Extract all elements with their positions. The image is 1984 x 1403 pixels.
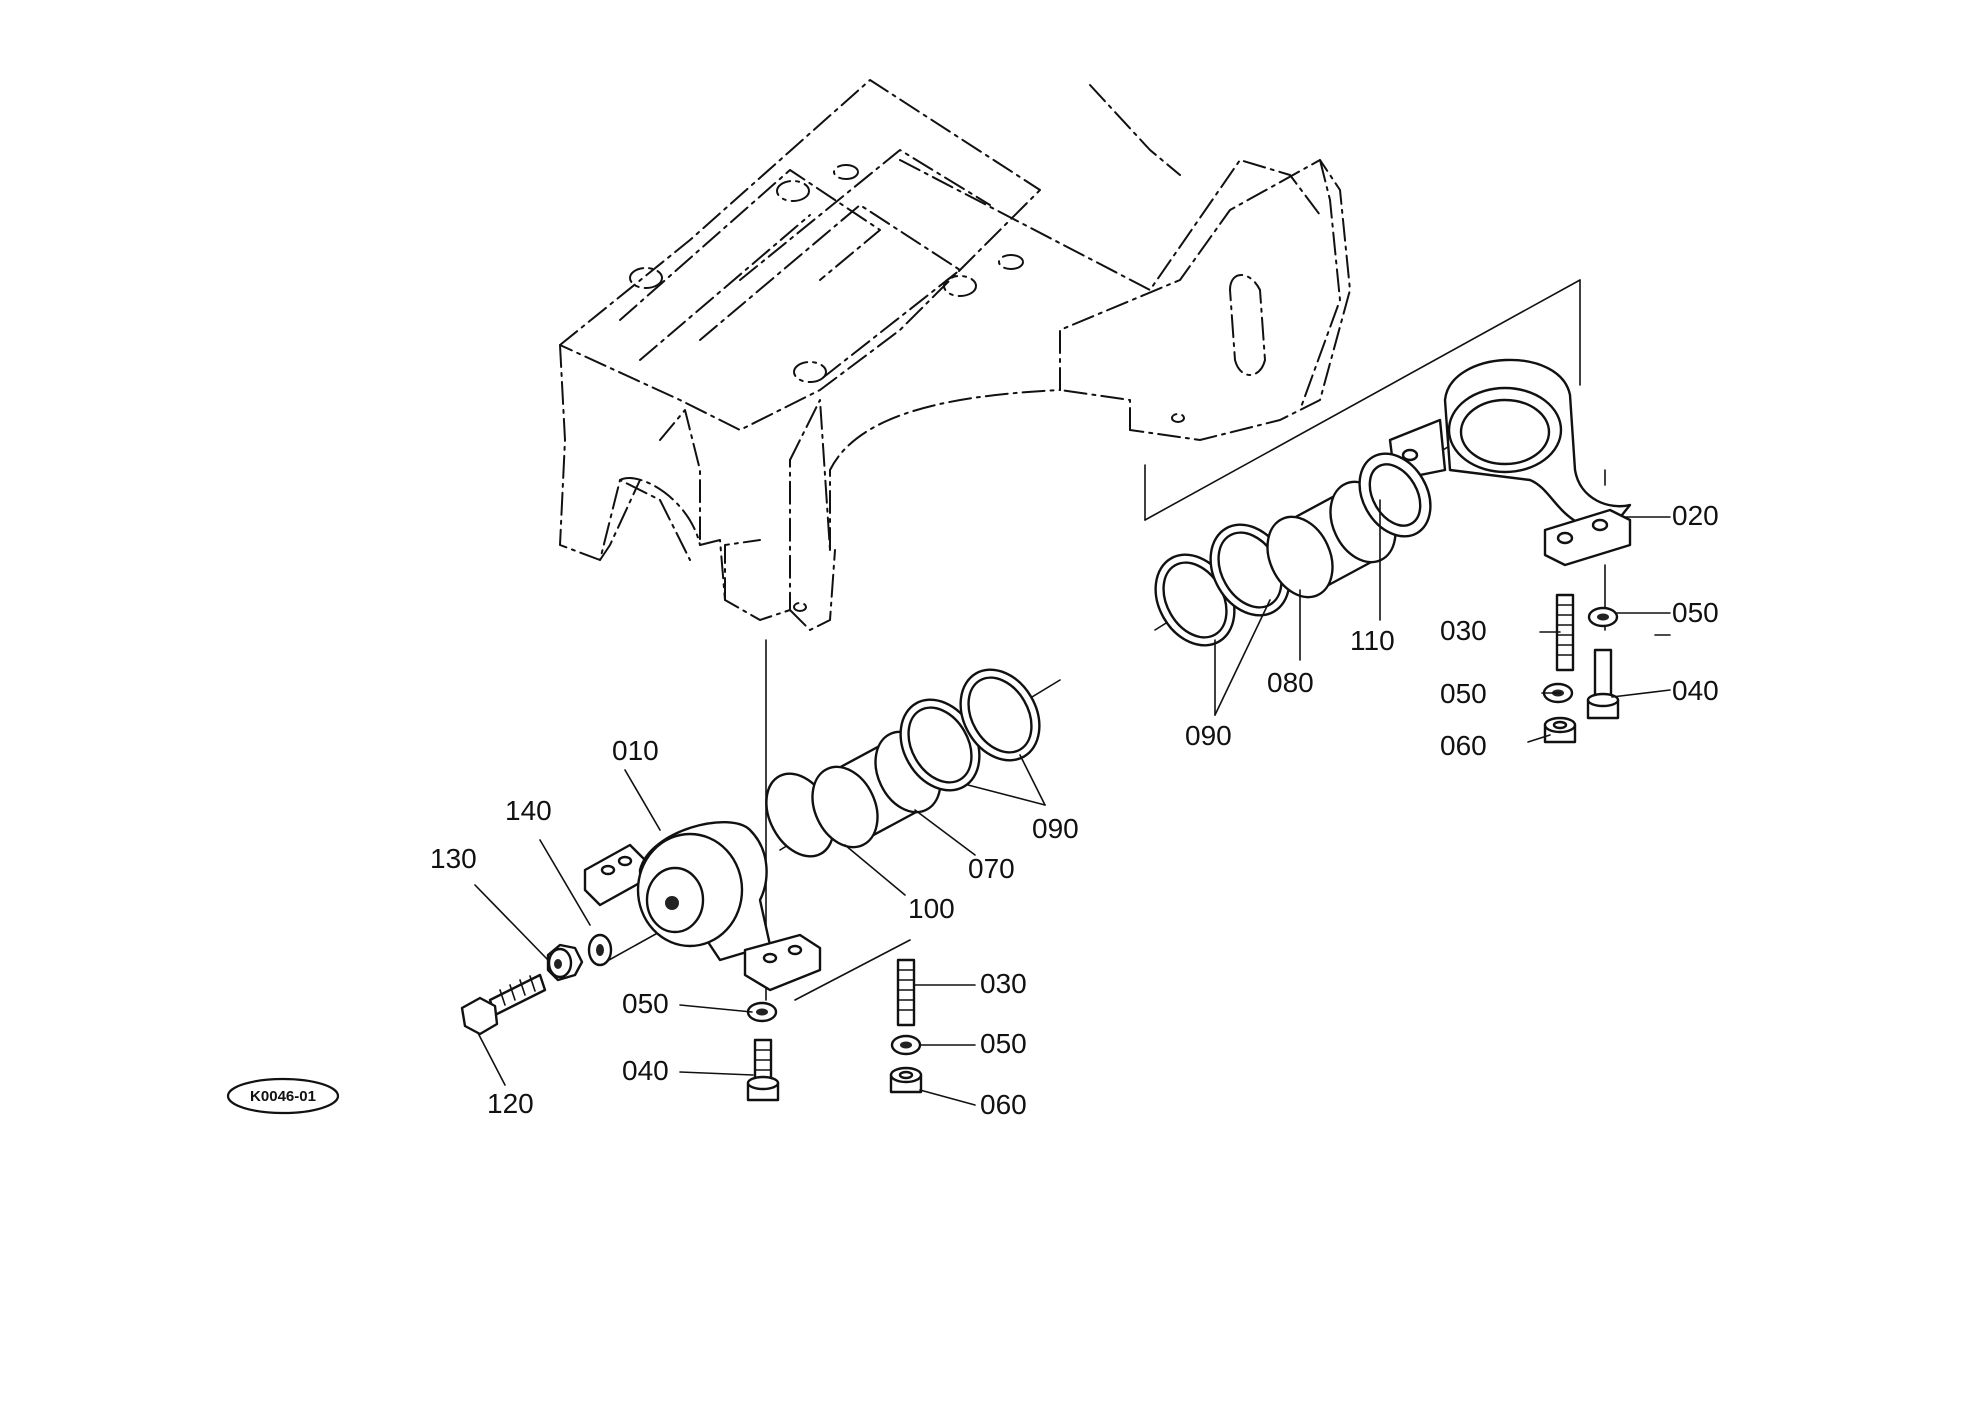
callout-140: 140: [505, 795, 552, 826]
bracket-020: [1388, 358, 1632, 567]
nut-130: [546, 943, 584, 982]
shim-110: [1358, 452, 1432, 538]
callout-090-right: 090: [1185, 720, 1232, 751]
stud-030-left: [896, 958, 916, 1027]
callout-100: 100: [908, 893, 955, 924]
nut-060-right: [1543, 716, 1577, 744]
bolt-040-right: [1586, 648, 1620, 720]
callout-110: 110: [1350, 625, 1395, 656]
drawing-code-badge: K0046-01: [226, 1077, 340, 1115]
callout-040-right: 040: [1672, 675, 1719, 706]
callout-070: 070: [968, 853, 1015, 884]
callout-010: 010: [612, 735, 659, 766]
washer-140: [587, 933, 613, 967]
nut-060-left: [889, 1066, 923, 1094]
axle-housing-outline: [559, 79, 1351, 631]
ring-090-left-1: [899, 698, 981, 792]
callout-020: 020: [1672, 500, 1719, 531]
callout-050-left-b: 050: [980, 1028, 1027, 1059]
drawing-code-text: K0046-01: [250, 1088, 316, 1105]
bolt-040-left: [746, 1038, 780, 1102]
callout-050-right-mid: 050: [1440, 678, 1487, 709]
callout-labels: 020 050 040 030 050 060 110 080 090 010 …: [430, 500, 1719, 1120]
callout-120: 120: [487, 1088, 534, 1119]
callout-080: 080: [1267, 667, 1314, 698]
ring-090-left-2: [959, 668, 1041, 762]
callout-030-left: 030: [980, 968, 1027, 999]
callout-130: 130: [430, 843, 477, 874]
bushing-080: [1266, 480, 1397, 599]
callout-060-right: 060: [1440, 730, 1487, 761]
callout-050-left: 050: [622, 988, 669, 1019]
callout-040-left: 040: [622, 1055, 669, 1086]
callout-030-right: 030: [1440, 615, 1487, 646]
callout-060-left: 060: [980, 1089, 1027, 1120]
washer-050-left-b: [890, 1034, 922, 1056]
leader-lines: [474, 499, 1671, 1106]
bracket-010: [583, 821, 822, 992]
callout-090-left: 090: [1032, 813, 1079, 844]
bolt-120: [460, 973, 547, 1036]
callout-050-right-top: 050: [1672, 597, 1719, 628]
washer-050-right-a: [1587, 606, 1619, 628]
